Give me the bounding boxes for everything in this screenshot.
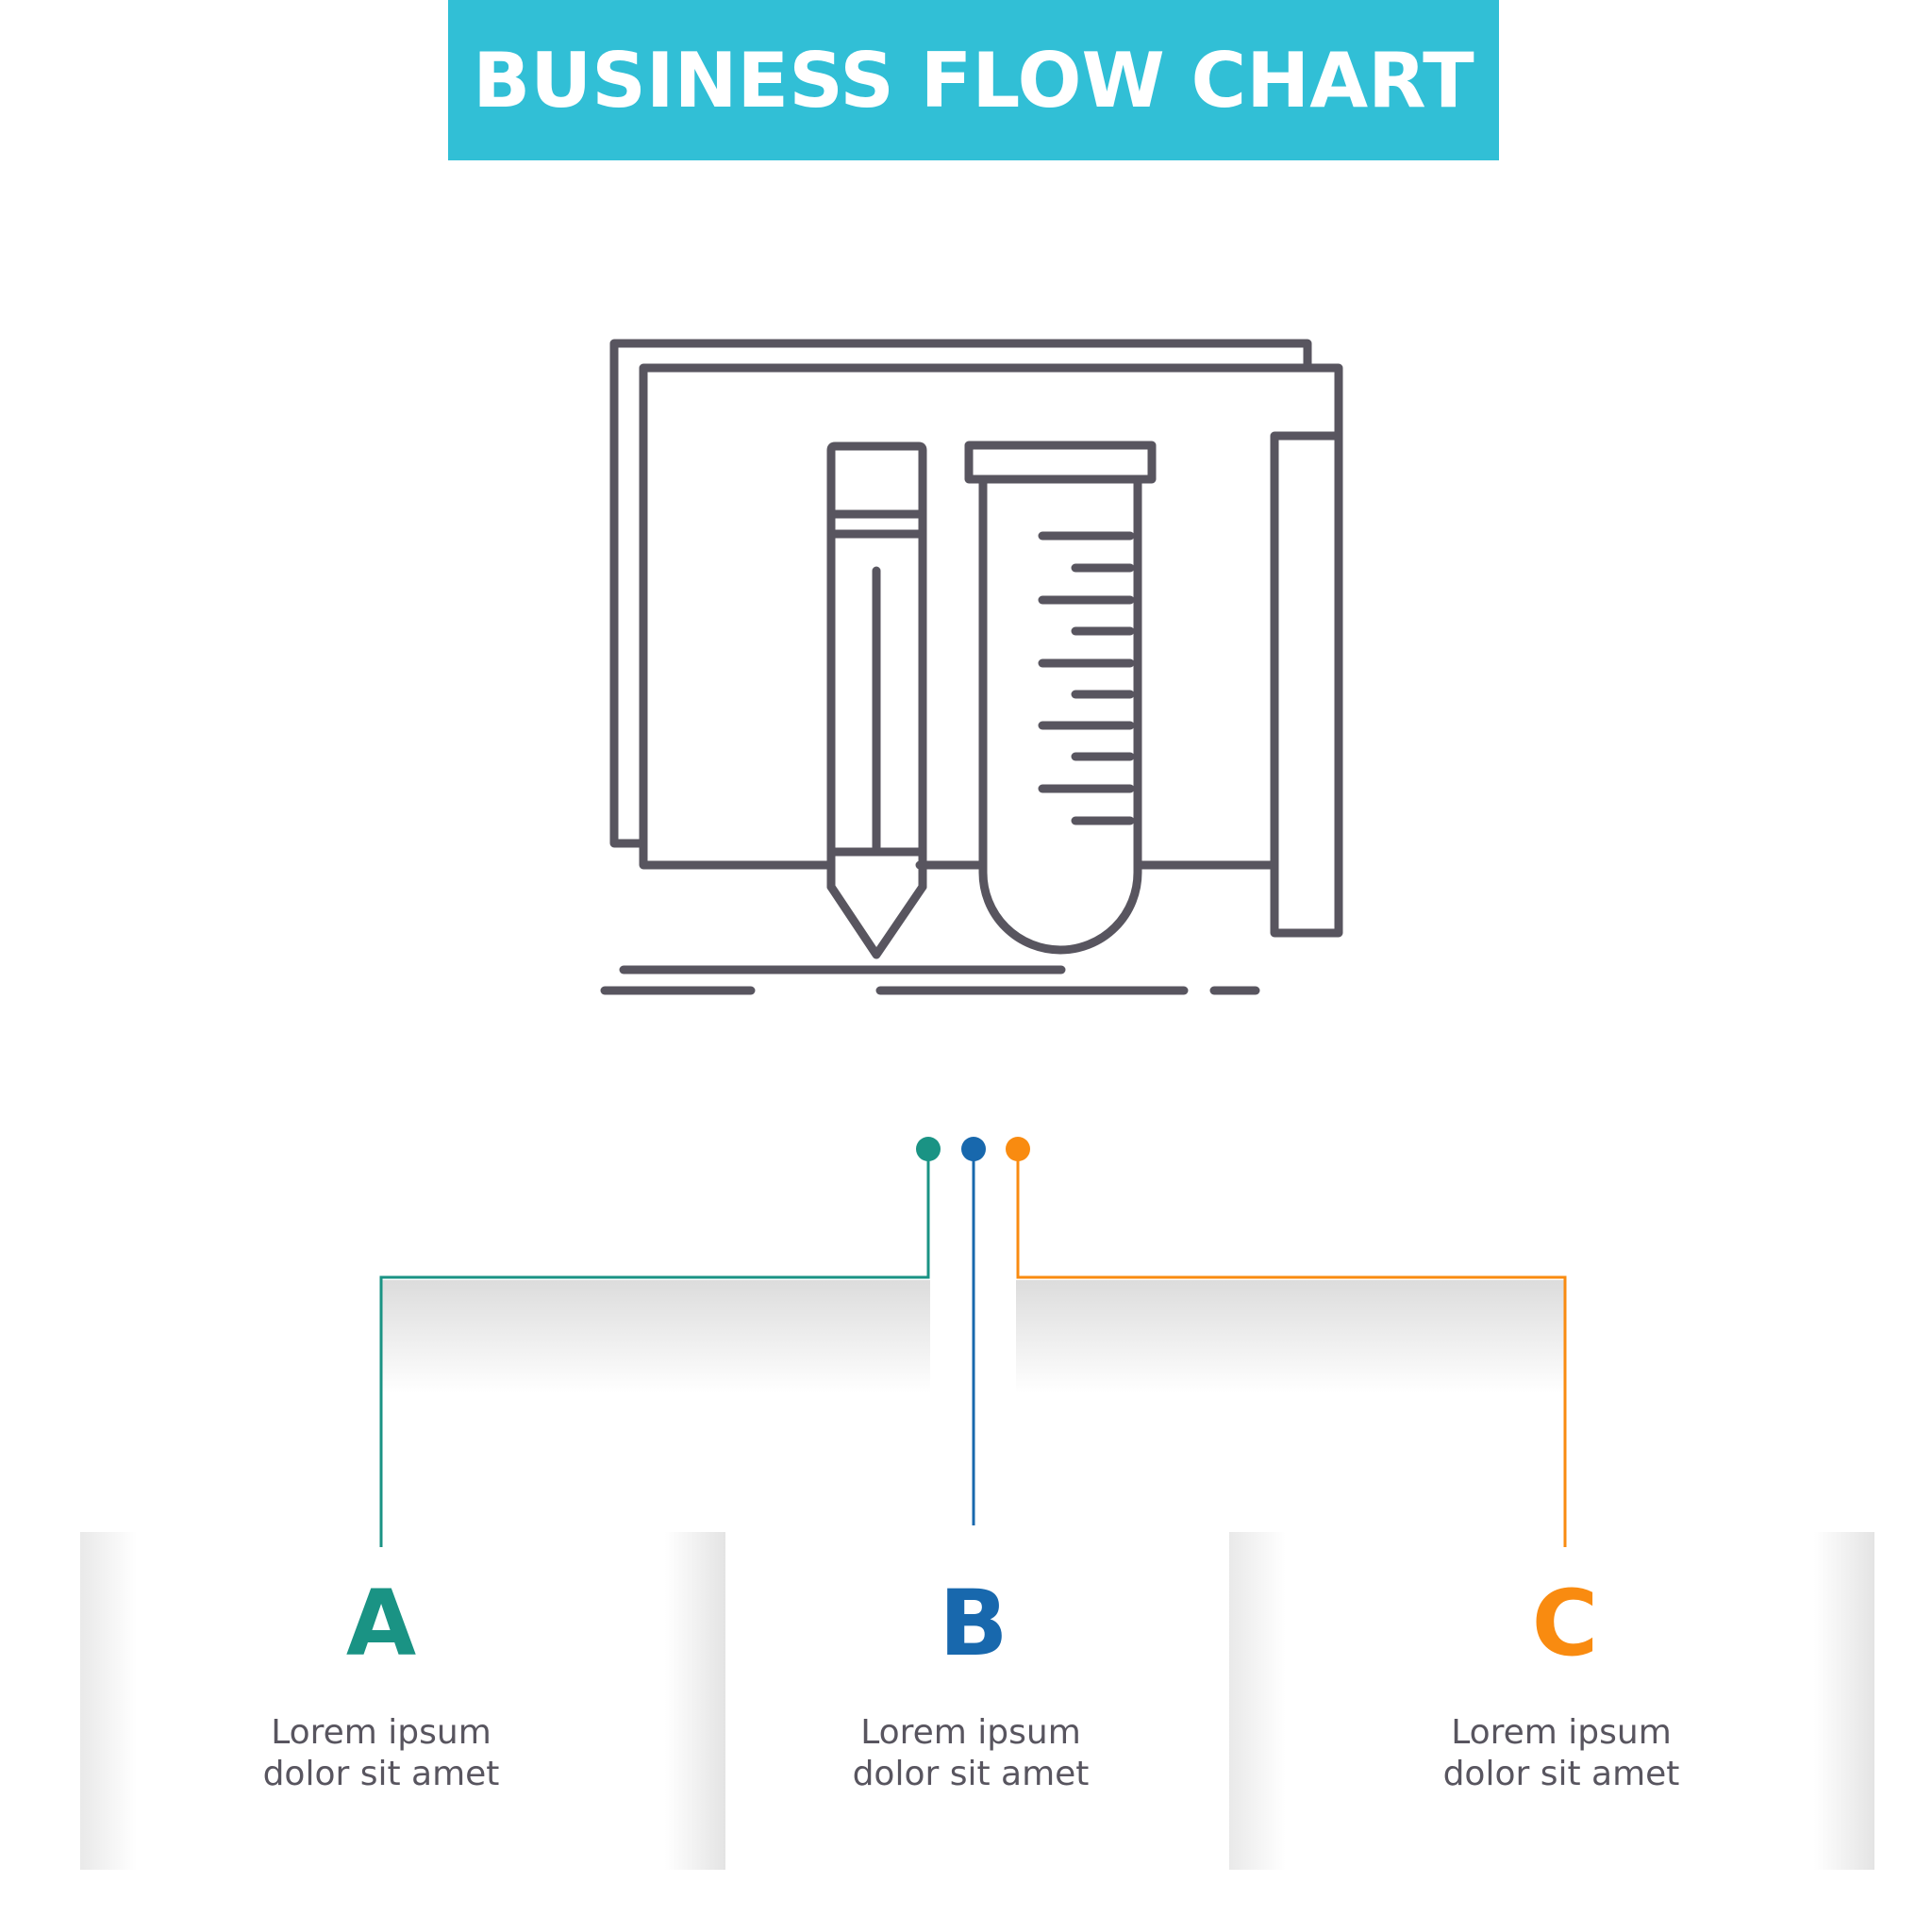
step-panel-c	[1229, 1532, 1874, 1870]
dot-b	[961, 1137, 986, 1161]
connector-c	[1016, 1151, 1567, 1547]
step-caption-c-line1: Lorem ipsum	[1451, 1713, 1672, 1752]
step-caption-b-line1: Lorem ipsum	[860, 1713, 1081, 1752]
step-letter-b: B	[939, 1571, 1008, 1676]
step-caption-c: Lorem ipsum dolor sit amet	[1373, 1712, 1750, 1795]
step-caption-b: Lorem ipsum dolor sit amet	[782, 1712, 1159, 1795]
step-caption-a-line1: Lorem ipsum	[271, 1713, 491, 1752]
connector-a	[379, 1151, 930, 1547]
connector-shade-right	[1016, 1280, 1565, 1393]
dot-c	[1006, 1137, 1030, 1161]
page-title: BUSINESS FLOW CHART	[473, 36, 1474, 125]
dot-a	[916, 1137, 941, 1161]
step-letter-a: A	[345, 1571, 417, 1676]
step-caption-a-line2: dolor sit amet	[262, 1755, 500, 1793]
step-letter-c: C	[1531, 1571, 1599, 1676]
connector-shade-left	[381, 1280, 930, 1393]
title-banner: BUSINESS FLOW CHART	[448, 0, 1499, 160]
step-caption-c-line2: dolor sit amet	[1442, 1755, 1680, 1793]
step-caption-a: Lorem ipsum dolor sit amet	[192, 1712, 570, 1795]
step-panel-a	[80, 1532, 725, 1870]
step-caption-b-line2: dolor sit amet	[852, 1755, 1090, 1793]
